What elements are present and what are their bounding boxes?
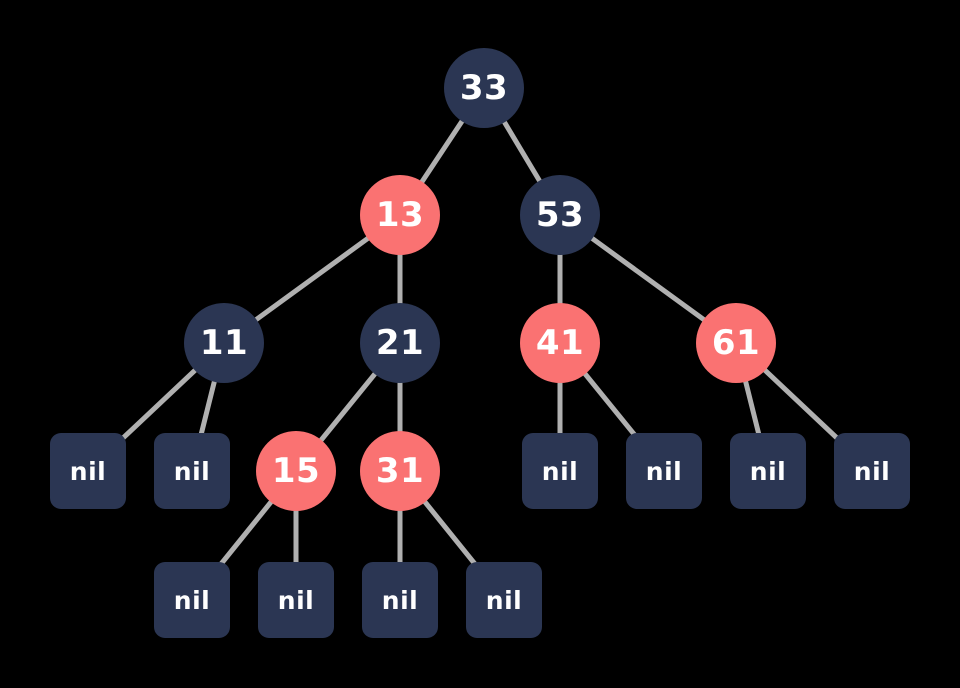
tree-node-11: 11	[184, 303, 264, 383]
tree-node-41: 41	[520, 303, 600, 383]
tree-nil-leaf: nil	[50, 433, 126, 509]
tree-nil-leaf: nil	[834, 433, 910, 509]
tree-nil-leaf: nil	[466, 562, 542, 638]
tree-node-13: 13	[360, 175, 440, 255]
tree-nil-leaf: nil	[626, 433, 702, 509]
tree-nil-leaf: nil	[730, 433, 806, 509]
tree-node-21: 21	[360, 303, 440, 383]
tree-nil-leaf: nil	[522, 433, 598, 509]
tree-node-61: 61	[696, 303, 776, 383]
tree-nil-leaf: nil	[258, 562, 334, 638]
tree-node-33: 33	[444, 48, 524, 128]
tree-node-53: 53	[520, 175, 600, 255]
tree-nil-leaf: nil	[362, 562, 438, 638]
tree-node-15: 15	[256, 431, 336, 511]
tree-nil-leaf: nil	[154, 562, 230, 638]
tree-nil-leaf: nil	[154, 433, 230, 509]
tree-node-31: 31	[360, 431, 440, 511]
